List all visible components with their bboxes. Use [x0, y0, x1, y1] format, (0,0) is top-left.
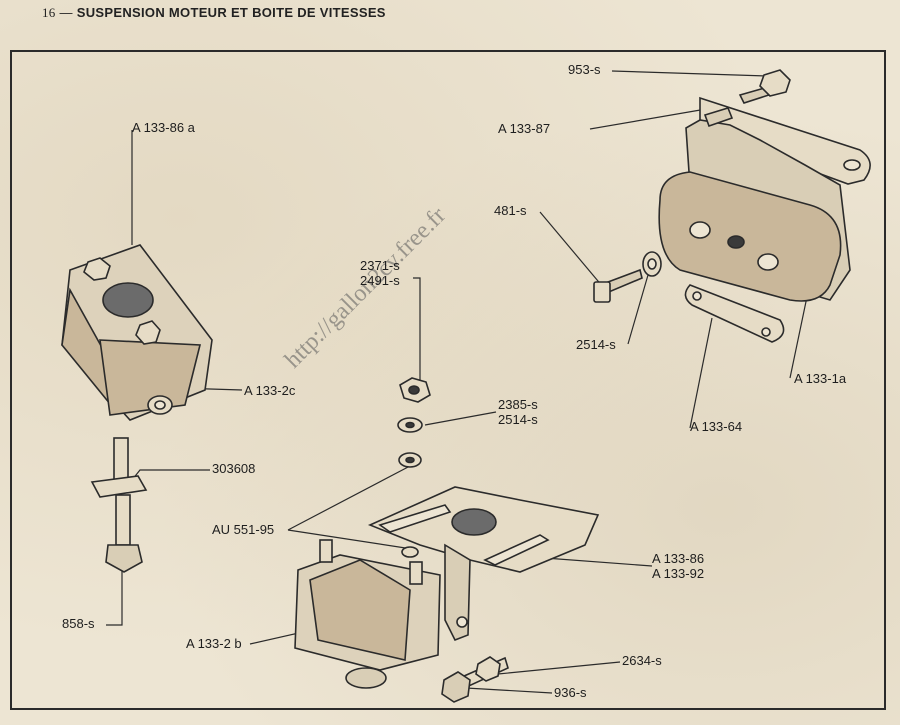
label-936s: 936-s — [554, 685, 587, 700]
bolt-bottom — [441, 656, 509, 703]
label-858s: 858-s — [62, 616, 95, 631]
label-a133-2b: A 133-2 b — [186, 636, 242, 651]
label-2491s: 2491-s — [360, 273, 400, 288]
stud-bolt-left — [90, 437, 148, 573]
page-title: SUSPENSION MOTEUR ET BOITE DE VITESSES — [76, 5, 386, 20]
page-number: 16 — [42, 5, 56, 20]
leader-481s — [539, 211, 604, 288]
label-a133-64: A 133-64 — [690, 419, 743, 434]
leader-2634s — [497, 661, 621, 675]
page-header: 16 — SUSPENSION MOTEUR ET BOITE DE VITES… — [42, 5, 386, 25]
label-2514s-top: 2514-s — [576, 337, 616, 352]
leader-2371s — [413, 277, 421, 380]
leader-13386 — [544, 557, 653, 567]
label-a133-86: A 133-86 — [652, 551, 705, 566]
label-au551-95: AU 551-95 — [212, 522, 275, 537]
leader-13387 — [589, 107, 713, 130]
label-a133-1a: A 133-1a — [794, 371, 847, 386]
nut-washer-stack — [397, 377, 431, 468]
leader-au55195-b — [287, 529, 413, 550]
label-2514s-mid: 2514-s — [498, 412, 538, 427]
leader-2514s-top — [627, 274, 649, 345]
leader-1331a — [789, 291, 809, 379]
leader-953s — [611, 70, 769, 77]
label-2371s: 2371-s — [360, 258, 400, 273]
label-a133-92: A 133-92 — [652, 566, 705, 581]
label-a133-86a: A 133-86 a — [132, 120, 195, 135]
label-2385s: 2385-s — [498, 397, 538, 412]
label-303608: 303608 — [212, 461, 256, 476]
label-953s: 953-s — [568, 62, 601, 77]
label-a133-2c: A 133-2c — [244, 383, 296, 398]
mount-left-upper — [61, 244, 213, 421]
mount-assembly-right — [593, 69, 871, 343]
mount-left-lower — [294, 539, 441, 689]
leader-au55195-a — [287, 465, 411, 531]
label-a133-87: A 133-87 — [498, 121, 551, 136]
leader-13364 — [689, 317, 713, 429]
leader-936s — [465, 687, 553, 694]
leader-858s — [106, 570, 123, 626]
bracket-bottom — [367, 486, 600, 642]
diagram-frame — [10, 50, 886, 710]
header-separator: — — [59, 5, 73, 20]
leader-2385s — [424, 411, 497, 426]
label-481s: 481-s — [494, 203, 527, 218]
label-2634s: 2634-s — [622, 653, 662, 668]
